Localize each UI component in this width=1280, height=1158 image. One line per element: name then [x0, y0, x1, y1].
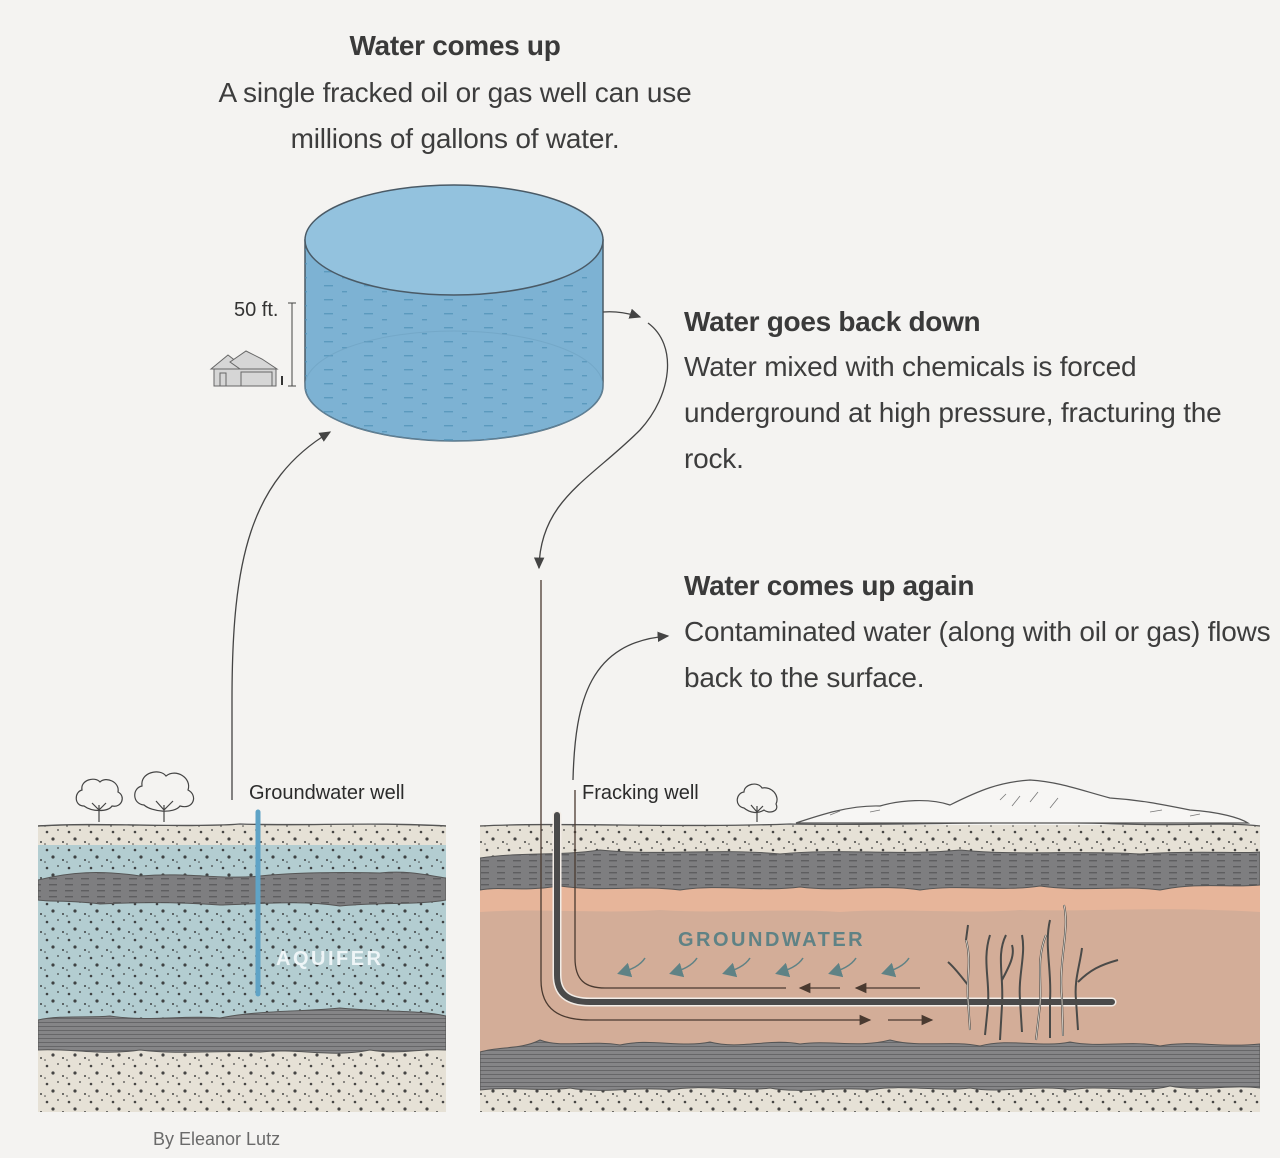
mountains-illustration: [795, 779, 1251, 824]
mountain-hatching: [829, 791, 1201, 817]
house-icon: [209, 350, 283, 387]
rock-fracture-highlights: [965, 904, 1067, 1041]
arrow-tank-out: [602, 308, 642, 319]
arrow-up-again: [572, 631, 670, 781]
groundwater-well-label: Groundwater well: [249, 782, 405, 804]
flow-arrows: [231, 308, 670, 940]
description-water-comes-up: A single fracked oil or gas well can use…: [218, 77, 692, 154]
height-scale-bar: [288, 302, 296, 387]
description-water-comes-up-again: Contaminated water (along with oil or ga…: [684, 616, 1271, 693]
heading-water-comes-up-again: Water comes up again: [684, 570, 975, 601]
heading-water-goes-back-down: Water goes back down: [684, 306, 981, 337]
groundwater-arrows: [617, 957, 910, 978]
tank-height-label: 50 ft.: [234, 299, 279, 321]
arrow-groundwater-to-tank: [231, 431, 332, 940]
fracking-well-label: Fracking well: [582, 782, 699, 804]
byline: By Eleanor Lutz: [153, 1129, 281, 1149]
heading-water-comes-up: Water comes up: [349, 30, 561, 61]
description-water-goes-back-down: Water mixed with chemicals is forced und…: [684, 351, 1222, 474]
fracking-flow-lines: [540, 580, 934, 1026]
tree-icon: [75, 771, 195, 822]
groundwater-label: GROUNDWATER: [678, 929, 866, 951]
arrow-down-to-fracking-well: [533, 322, 669, 570]
water-tank: [304, 184, 604, 442]
groundwater-cross-section: [38, 800, 446, 1112]
tree-icon: [736, 783, 778, 822]
fracking-well-pipe: [554, 812, 1115, 1005]
aquifer-label: AQUIFER: [276, 948, 384, 970]
fracking-cross-section: [480, 800, 1260, 1112]
